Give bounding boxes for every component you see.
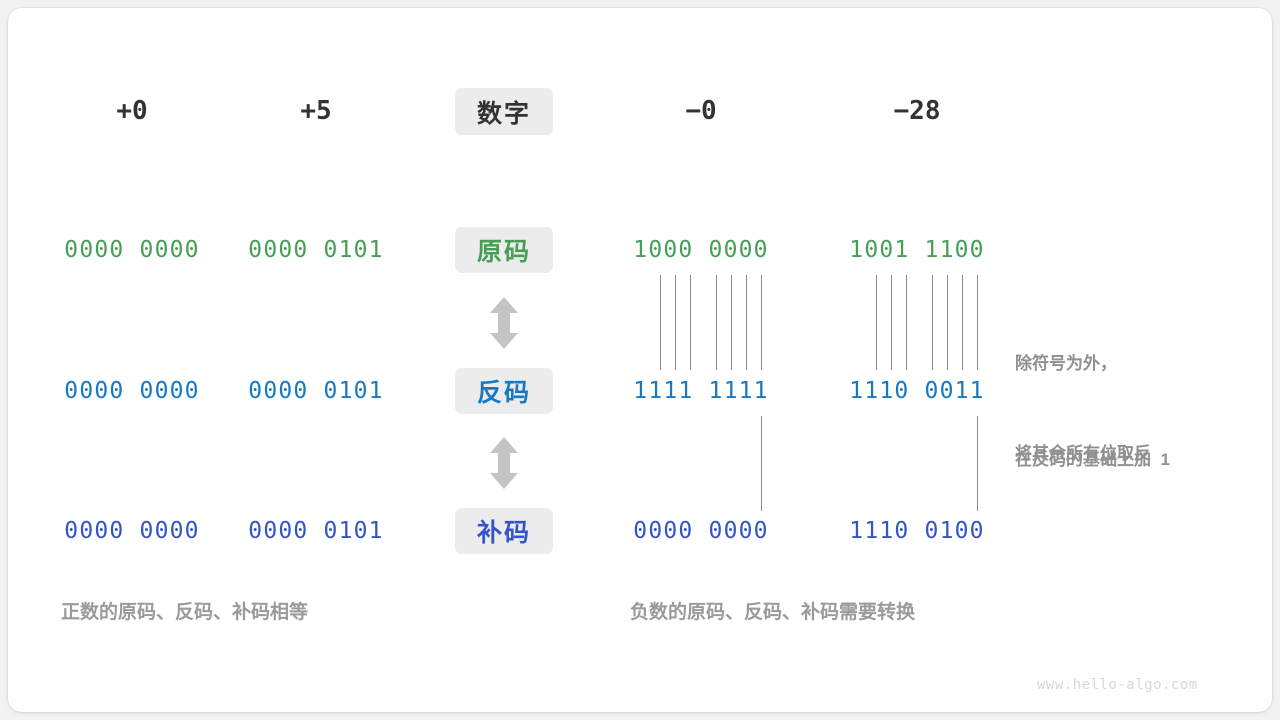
connector-line [906, 275, 907, 370]
connector-line [675, 275, 676, 370]
connector-line [876, 275, 877, 370]
caption-negative: 负数的原码、反码、补码需要转换 [630, 602, 916, 623]
connector-line [690, 275, 691, 370]
row-label-ones-complement: 反码 [455, 368, 553, 414]
connector-line [977, 416, 978, 511]
header-minus-28: −28 [893, 96, 941, 126]
ones-complement-plus-five: 0000 0101 [248, 378, 384, 404]
connector-line [716, 275, 717, 370]
header-plus-zero: +0 [116, 96, 148, 126]
twos-complement-plus-zero: 0000 0000 [64, 518, 200, 544]
connector-line [746, 275, 747, 370]
ones-complement-minus-28: 1110 0011 [849, 378, 985, 404]
twos-complement-minus-zero: 0000 0000 [633, 518, 769, 544]
ones-complement-plus-zero: 0000 0000 [64, 378, 200, 404]
connector-line [947, 275, 948, 370]
sign-magnitude-plus-zero: 0000 0000 [64, 237, 200, 263]
twos-complement-minus-28: 1110 0100 [849, 518, 985, 544]
annotation-invert-line2: 将其余所有位取反 [1015, 444, 1151, 463]
double-arrow-icon [488, 296, 520, 355]
sign-magnitude-minus-zero: 1000 0000 [633, 237, 769, 263]
header-plus-five: +5 [300, 96, 332, 126]
annotation-add-one: 在反码的基础上加 1 [1015, 450, 1170, 469]
connector-line [660, 275, 661, 370]
sign-magnitude-plus-five: 0000 0101 [248, 237, 384, 263]
watermark: www.hello-algo.com [1037, 677, 1198, 693]
sign-magnitude-minus-28: 1001 1100 [849, 237, 985, 263]
ones-complement-minus-zero: 1111 1111 [633, 378, 769, 404]
annotation-invert-line1: 除符号为外， [1015, 354, 1117, 373]
row-label-sign-magnitude: 原码 [455, 227, 553, 273]
connector-line [891, 275, 892, 370]
connector-line [761, 275, 762, 370]
double-arrow-icon [488, 436, 520, 495]
connector-line [962, 275, 963, 370]
row-label-twos-complement: 补码 [455, 508, 553, 554]
connector-line [977, 275, 978, 370]
diagram-card: +0 +5 数字 −0 −28 0000 0000 0000 0101 原码 1… [8, 8, 1272, 712]
header-minus-zero: −0 [685, 96, 717, 126]
caption-positive: 正数的原码、反码、补码相等 [61, 602, 309, 623]
twos-complement-plus-five: 0000 0101 [248, 518, 384, 544]
annotation-invert-bits: 除符号为外， 将其余所有位取反 [1015, 289, 1151, 529]
connector-line [731, 275, 732, 370]
connector-line [761, 416, 762, 511]
connector-line [932, 275, 933, 370]
row-label-number: 数字 [455, 88, 553, 135]
